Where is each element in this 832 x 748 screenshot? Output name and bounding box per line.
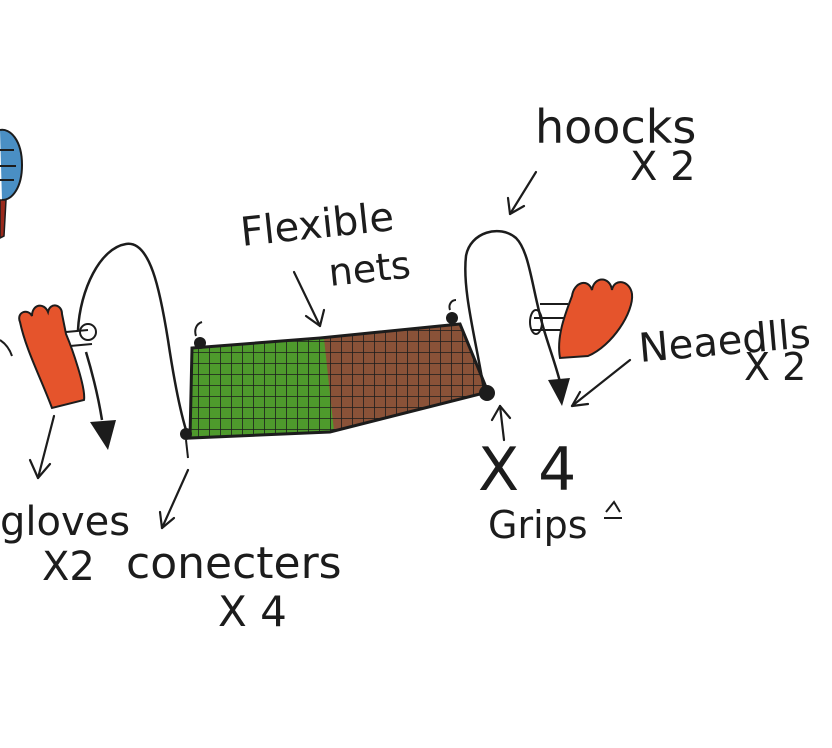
connectors-count: X 4 — [218, 587, 287, 636]
gloves-count: X2 — [42, 544, 95, 590]
hooks-label: hoocks — [535, 100, 696, 154]
needle-icon — [464, 229, 570, 406]
needles-count: X 2 — [744, 345, 806, 389]
connectors-label: conecters — [126, 538, 342, 589]
gloves-label: gloves — [0, 499, 130, 545]
grips-count: X 4 — [478, 435, 576, 505]
nets-label: nets — [326, 243, 412, 295]
hooks-count: X 2 — [630, 144, 696, 190]
glove-icon — [18, 304, 97, 410]
arrow-icon — [28, 170, 632, 530]
glove-icon — [529, 278, 634, 360]
hook-icon — [76, 242, 189, 459]
edge-object-icon — [0, 128, 24, 357]
arrow-icon — [604, 500, 622, 519]
net-icon — [188, 322, 491, 440]
grips-label: Grips — [488, 503, 588, 547]
